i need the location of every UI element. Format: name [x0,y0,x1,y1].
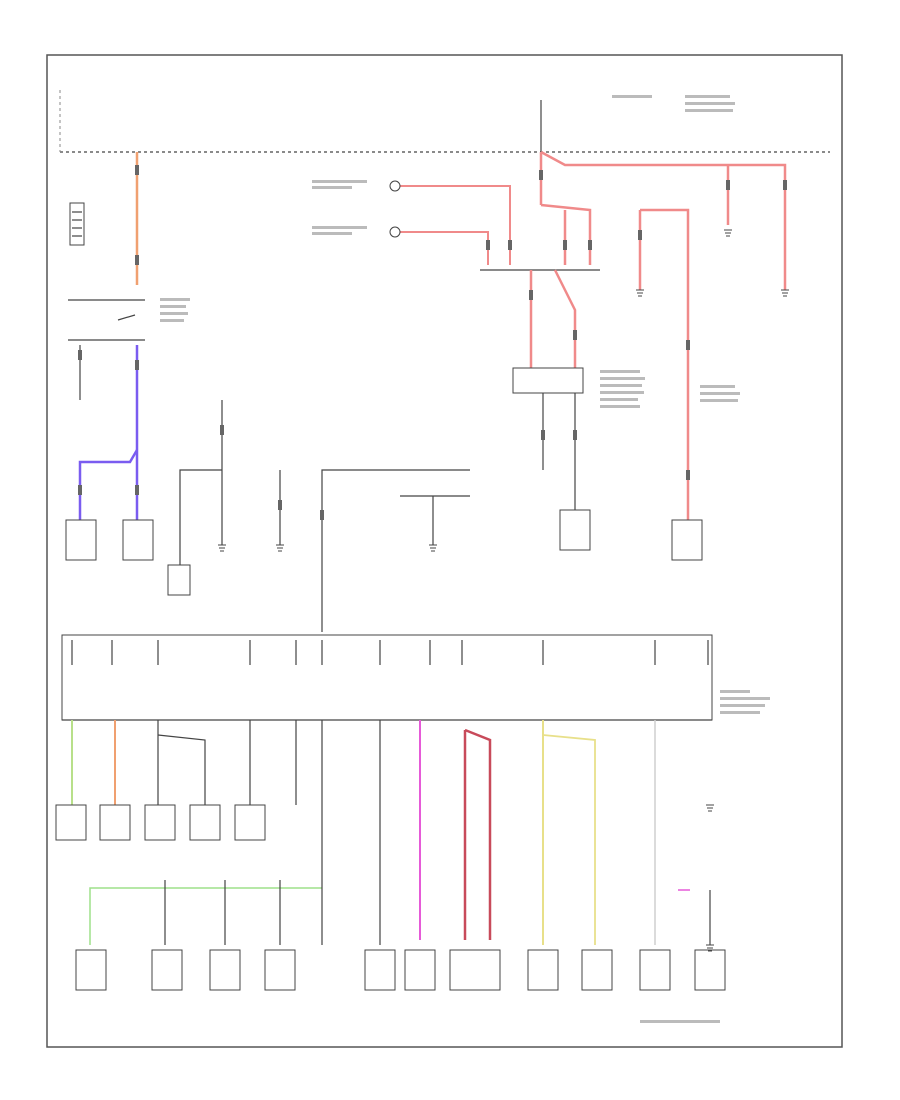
battery-icon [69,202,85,246]
mid-feed-line [321,469,470,632]
bottom-component-row [75,949,726,991]
fuse-panel [61,634,713,721]
connector-icon-2 [389,226,401,238]
ground-icon [218,229,789,952]
red-far-right [640,208,690,520]
wire-dark-red-2 [464,728,492,940]
red-input-lower [400,231,489,265]
lower-wires [157,720,711,945]
diagram-frame [46,54,843,1048]
relay-block [512,367,584,394]
connector-markers [78,165,787,520]
red-feed-right [540,150,787,290]
connector-icon [389,180,401,192]
violet-wire-left [78,449,139,520]
component-box-2 [122,519,154,561]
fuse-icon [71,640,709,665]
component-box-4 [671,519,703,561]
red-down-2 [553,269,577,370]
component-box-3 [559,509,591,551]
wire-yellow-2 [542,734,596,945]
middle-component-row [55,804,266,841]
left-mid-branch [179,469,222,570]
wire-green [89,887,322,945]
component-box-1 [65,519,97,561]
relay-icon [68,299,145,341]
label-marks [160,95,770,1023]
red-input-upper [400,185,511,265]
switch-box [167,564,191,596]
